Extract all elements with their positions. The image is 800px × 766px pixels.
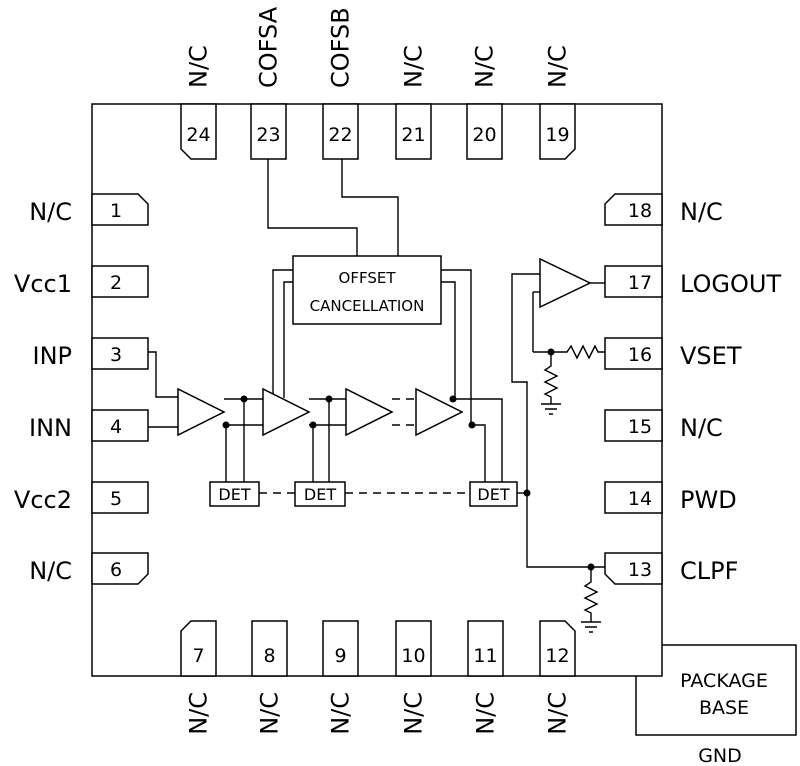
detector-3-label: DET [477, 485, 509, 504]
pin-24-number: 24 [186, 124, 210, 146]
pin-4-label: INN [29, 414, 72, 442]
pin-1 [91, 193, 149, 226]
pin-9 [322, 620, 359, 677]
amplifier-stage-1 [177, 387, 226, 437]
pin-17 [604, 265, 663, 298]
pin-9-number: 9 [334, 645, 346, 667]
offset-block-label-1: OFFSET [339, 269, 397, 287]
pin-17-number: 17 [628, 272, 652, 294]
pin-20 [466, 103, 503, 160]
pin-4 [91, 409, 149, 442]
offset-block-label-2: CANCELLATION [310, 297, 425, 315]
pin-21-number: 21 [401, 124, 425, 146]
pin-5 [91, 481, 149, 514]
pin-23-number: 23 [256, 124, 280, 146]
pin-11-label: N/C [472, 692, 500, 735]
pin-12-label: N/C [544, 692, 572, 735]
detector-2-label: DET [304, 485, 336, 504]
pin-10-number: 10 [401, 645, 425, 667]
pin-10 [395, 620, 432, 677]
pin-19 [539, 103, 576, 160]
pin-14-label: PWD [680, 486, 737, 514]
package-base-label-1: PACKAGE [680, 670, 768, 692]
pin-18-number: 18 [628, 200, 652, 222]
chip-body [91, 103, 663, 677]
pin-12 [539, 620, 576, 677]
pin-17-label: LOGOUT [680, 270, 781, 298]
pin-5-label: Vcc2 [14, 486, 72, 514]
pin-13-label: CLPF [680, 557, 738, 585]
pin-15-label: N/C [680, 414, 723, 442]
pin-13-number: 13 [628, 559, 652, 581]
amplifier-stage-2 [262, 387, 311, 437]
pin-15-number: 15 [628, 416, 652, 438]
pin-13 [604, 552, 663, 585]
pin-1-number: 1 [110, 200, 122, 222]
pin-22-number: 22 [328, 124, 352, 146]
pin-3-number: 3 [110, 344, 122, 366]
detector-1 [209, 481, 260, 507]
amplifier-stage-4 [415, 387, 464, 437]
pin-14-number: 14 [628, 488, 652, 510]
pin-18-label: N/C [680, 198, 723, 226]
detector-1-label: DET [218, 485, 250, 504]
pin-22 [322, 103, 359, 160]
pin-9-label: N/C [327, 692, 355, 735]
pin-14 [604, 481, 663, 514]
pin-3-label: INP [32, 342, 72, 370]
pin-8 [251, 620, 288, 677]
internal-wiring [148, 159, 605, 633]
pin-8-number: 8 [263, 645, 275, 667]
amplifier-stage-3 [345, 387, 394, 437]
pin-12-number: 12 [545, 645, 569, 667]
pin-18 [604, 193, 663, 226]
pin-16 [604, 337, 663, 370]
pin-6-number: 6 [110, 559, 122, 581]
pin-2 [91, 265, 149, 298]
pin-22-label: COFSB [327, 7, 355, 88]
pin-7-number: 7 [192, 645, 204, 667]
pin-16-label: VSET [680, 342, 742, 370]
pin-8-label: N/C [256, 692, 284, 735]
pin-24 [180, 103, 217, 160]
pin-1-label: N/C [29, 198, 72, 226]
pin-10-label: N/C [400, 692, 428, 735]
pin-19-label: N/C [544, 45, 572, 88]
detector-2 [294, 481, 346, 507]
pin-2-label: Vcc1 [14, 270, 72, 298]
pin-19-number: 19 [545, 124, 569, 146]
pin-20-number: 20 [472, 124, 496, 146]
pin-24-label: N/C [185, 45, 213, 88]
pin-7-label: N/C [185, 692, 213, 735]
package-base-ground-label: GND [698, 745, 742, 766]
pin-20-label: N/C [471, 45, 499, 88]
pin-6 [91, 552, 149, 585]
pin-15 [604, 409, 663, 442]
pin-21 [395, 103, 432, 160]
package-base-label-2: BASE [699, 697, 749, 719]
junction-dots [222, 348, 595, 571]
pin-6-label: N/C [29, 557, 72, 585]
pin-11-number: 11 [473, 645, 497, 667]
pin-21-label: N/C [400, 45, 428, 88]
detector-3 [469, 481, 518, 507]
pin-16-number: 16 [628, 344, 652, 366]
pin-7 [180, 620, 217, 677]
pin-3 [91, 337, 149, 370]
offset-cancellation-block [292, 255, 442, 325]
pin-2-number: 2 [110, 272, 122, 294]
pin-23-label: COFSA [255, 6, 283, 88]
output-amplifier [539, 257, 592, 309]
pin-23 [250, 103, 287, 160]
pin-5-number: 5 [110, 488, 122, 510]
pin-11 [467, 620, 504, 677]
pin-4-number: 4 [110, 416, 122, 438]
